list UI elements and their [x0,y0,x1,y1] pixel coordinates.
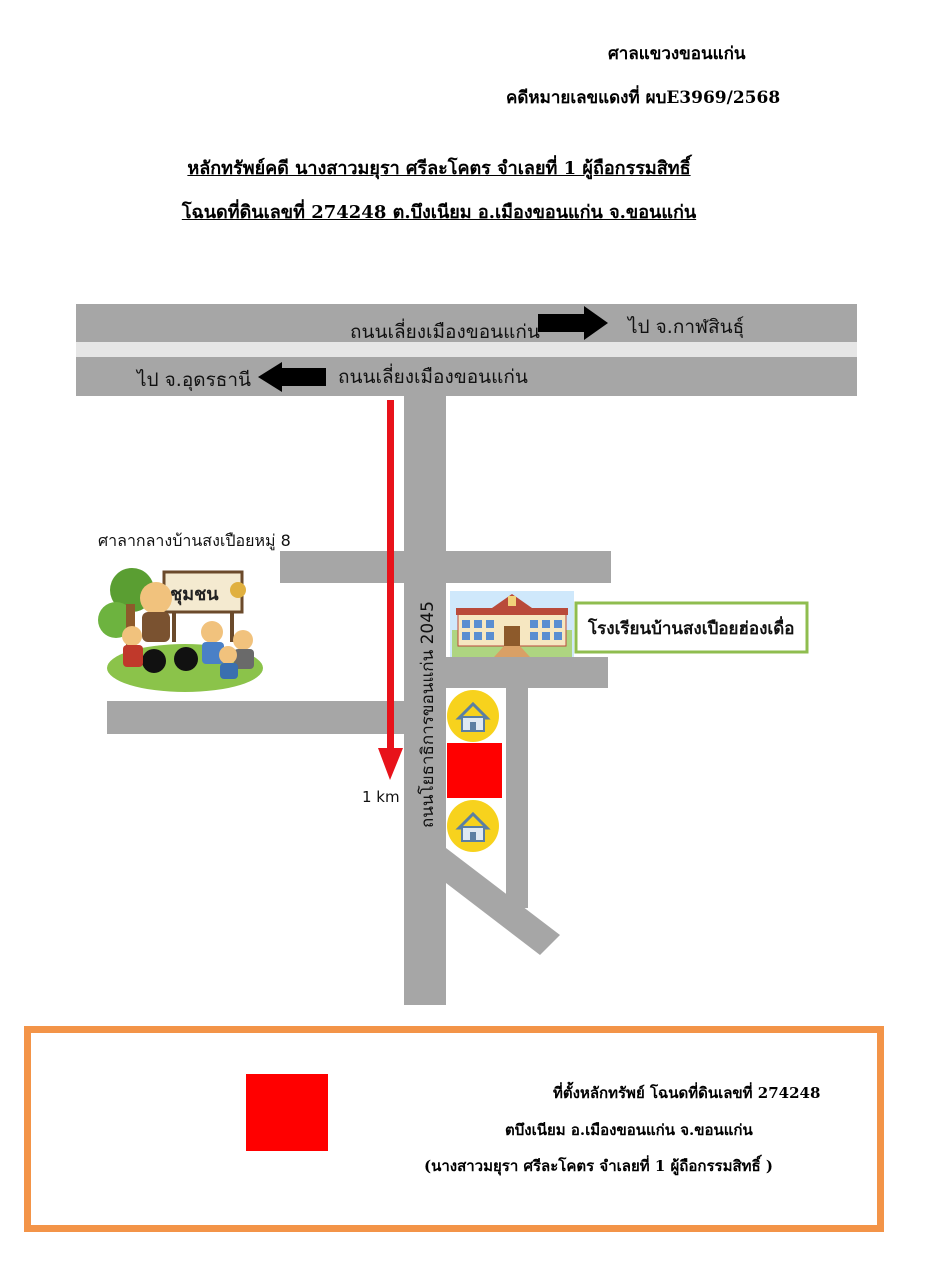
highway-lane-top [76,304,857,342]
house-icon [455,811,491,842]
legend-property-swatch [246,1074,328,1151]
lane-right [506,688,528,908]
house-marker-north [447,690,499,742]
house-marker-south [447,800,499,852]
location-map: ถนนเลี่ยงเมืองขอนแก่น ไป จ.กาฬสินธุ์ ไป … [76,304,857,1005]
title-line-2: โฉนดที่ดินเลขที่ 274248 ต.บึงเนียม อ.เมื… [181,202,697,223]
arrow-right-icon [538,306,608,340]
legend-line-3: (นางสาวมยุรา ศรีละโคตร จำเลยที่ 1 ผู้ถือ… [424,1157,773,1175]
diagonal-road [446,848,560,955]
main-road [404,396,446,1005]
property-location-marker [447,743,502,798]
school-illustration [450,591,574,657]
school-label-box [574,601,809,654]
court-name: ศาลแขวงขอนแก่น [608,44,746,64]
village-meeting-illustration: ชุมชน [98,568,263,692]
highway-median [76,342,857,357]
village-hall-label: ศาลากลางบ้านสงเปือยหมู่ 8 [98,531,291,551]
side-road-school [446,657,608,688]
legend-line-2: ตบึงเนียม อ.เมืองขอนแก่น จ.ขอนแก่น [505,1121,753,1139]
distance-label: 1 km [362,788,400,806]
hall-sign-text: ชุมชน [170,584,219,606]
arrow-left-icon [258,362,326,392]
side-road-left [107,701,404,734]
legend-line-1: ที่ตั้งหลักทรัพย์ โฉนดที่ดินเลขที่ 27424… [553,1084,821,1102]
case-number: คดีหมายเลขแดงที่ ผบE3969/2568 [506,88,781,108]
to-kalasin-label: ไป จ.กาฬสินธุ์ [626,316,744,339]
highway-lane-bottom [76,357,857,396]
legend-box: ที่ตั้งหลักทรัพย์ โฉนดที่ดินเลขที่ 27424… [24,1026,884,1232]
side-road-upper [280,551,611,583]
title-line-1: หลักทรัพย์คดี นางสาวมยุรา ศรีละโคตร จำเล… [187,158,691,179]
road-label-top: ถนนเลี่ยงเมืองขอนแก่น [350,318,540,343]
school-label: โรงเรียนบ้านสงเปือยฮ่องเดื่อ [587,616,794,639]
road-label-bottom: ถนนเลี่ยงเมืองขอนแก่น [338,363,528,388]
route-arrow-head [378,748,403,780]
to-udon-label: ไป จ.อุดรธานี [135,369,251,392]
route-arrow [387,400,394,750]
main-road-label: ถนนโยธาธิการขอนแก่น 2045 [417,601,438,828]
house-icon [455,701,491,732]
